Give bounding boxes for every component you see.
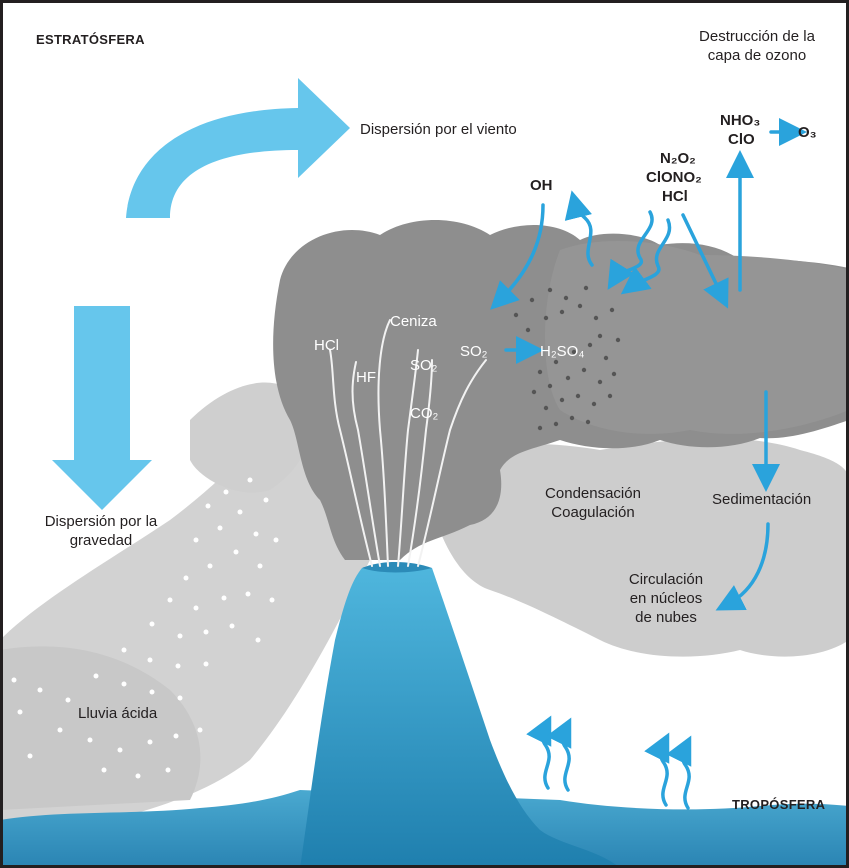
label-circulacion-nucleos-nubes: Circulación en núcleos de nubes [606,570,726,627]
label-circulacion-line3: de nubes [606,608,726,627]
gas-hcl: HCl [314,336,339,355]
gravity-arrow [52,306,152,510]
label-destruccion-line2: capa de ozono [682,46,832,65]
label-circulacion-line2: en núcleos [606,589,726,608]
label-destruccion-capa-ozono: Destrucción de la capa de ozono [682,27,832,65]
chem-clo: ClO [728,131,755,149]
gas-h2so4: H₂SO₄ [540,342,584,361]
gas-so2: SO₂ [410,356,438,375]
label-destruccion-line1: Destrucción de la [682,27,832,46]
label-lluvia-acida: Lluvia ácida [78,704,157,723]
label-troposfera: TROPÓSFERA [732,795,825,814]
label-estratosfera: ESTRATÓSFERA [36,30,145,49]
chem-n2o2: N₂O₂ [660,150,696,168]
label-gravedad-line2: gravedad [26,531,176,550]
gas-so2-reaction: SO₂ [460,342,488,361]
chem-nho3: NHO₃ [720,112,760,130]
label-circulacion-line1: Circulación [606,570,726,589]
chem-clono2: ClONO₂ [646,169,702,187]
chem-oh: OH [530,177,553,195]
chem-o3: O₃ [798,124,817,142]
label-sedimentacion: Sedimentación [712,490,811,509]
heat-arrows [542,728,689,808]
label-dispersion-viento: Dispersión por el viento [360,120,517,139]
chem-hcl-upper: HCl [662,188,688,206]
gas-ceniza: Ceniza [390,312,437,331]
wind-arrow [126,78,350,218]
label-condensacion: Condensación [528,484,658,503]
gas-hf: HF [356,368,376,387]
label-condensacion-coagulacion: Condensación Coagulación [528,484,658,522]
gas-co2: CO₂ [410,404,438,423]
label-gravedad-line1: Dispersión por la [26,512,176,531]
label-coagulacion: Coagulación [528,503,658,522]
label-dispersion-gravedad: Dispersión por la gravedad [26,512,176,550]
